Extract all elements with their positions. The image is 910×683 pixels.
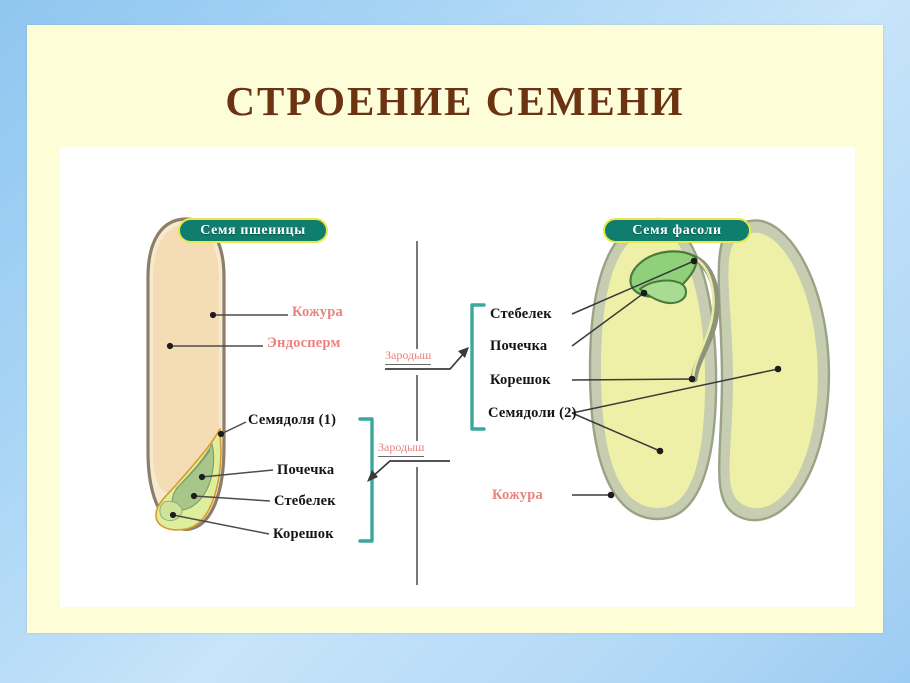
label-wheat-kozhura: Кожура <box>292 304 343 320</box>
wheat-embryo-vein <box>175 449 211 490</box>
label-bean-koreshok: Корешок <box>490 372 551 388</box>
bean-embryo-bracket <box>470 303 486 431</box>
diagram-graphics <box>146 217 831 585</box>
wheat-embryo-bracket <box>358 417 374 543</box>
label-wheat-semyadolya: Семядоля (1) <box>248 412 337 428</box>
bean-leader-dots <box>607 257 782 499</box>
embryo-connector-arrows <box>367 347 469 482</box>
label-embryo-top: Зародыш <box>385 348 432 365</box>
bean-plumule-lower-leaf <box>639 279 687 305</box>
embryo-arrowhead-left <box>367 470 378 482</box>
badge-wheat-seed: Семя пшеницы <box>178 218 328 243</box>
label-embryo-bottom: Зародыш <box>378 440 425 457</box>
diagram-panel: Семя пшеницы Семя фасоли Кожура Эндоспер… <box>60 147 855 607</box>
label-wheat-pochechka: Почечка <box>277 462 335 478</box>
label-wheat-endosperm: Эндосперм <box>267 335 341 351</box>
wheat-leader-dots <box>166 311 225 519</box>
wheat-embryo-root-shape <box>159 500 183 522</box>
page-title: СТРОЕНИЕ СЕМЕНИ <box>225 78 685 124</box>
label-wheat-koreshok: Корешок <box>273 526 334 542</box>
bean-leader-lines <box>571 260 779 496</box>
label-bean-kozhura: Кожура <box>492 487 543 503</box>
embryo-arrow-left <box>371 460 450 478</box>
badge-bean-seed: Семя фасоли <box>603 218 751 243</box>
bean-radicle-hook-inner <box>691 257 715 380</box>
embryo-arrow-right <box>385 351 466 370</box>
label-bean-semyadoli: Семядоли (2) <box>488 405 577 421</box>
bean-seed-drawing <box>571 217 831 522</box>
label-bean-stebelek: Стебелек <box>490 306 552 322</box>
label-wheat-stebelek: Стебелек <box>274 493 336 509</box>
slide-card: СТРОЕНИЕ СЕМЕНИ <box>27 25 883 633</box>
wheat-leader-lines <box>170 314 288 535</box>
wheat-endosperm-shape <box>153 225 219 493</box>
label-bean-pochechka: Почечка <box>490 338 548 354</box>
embryo-arrowhead-right <box>458 347 469 358</box>
wheat-seed-drawing <box>146 217 374 543</box>
